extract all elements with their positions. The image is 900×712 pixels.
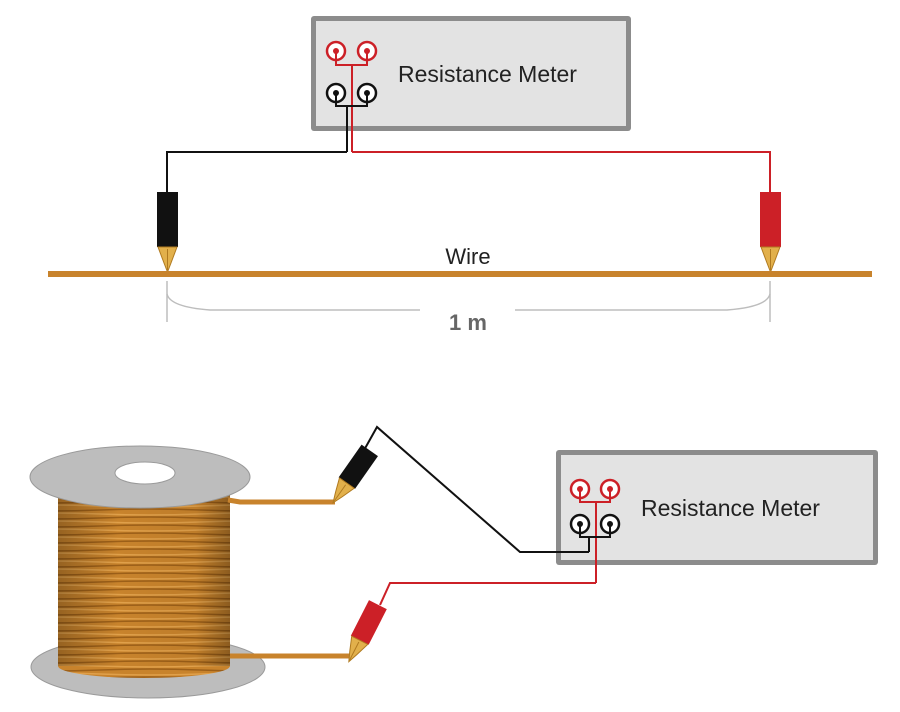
bottom-resistance-meter: Resistance Meter — [556, 450, 878, 583]
bottom-meter-face — [561, 455, 873, 560]
bottom-black-probe — [332, 444, 378, 504]
top-meter-face — [316, 21, 626, 126]
bottom-meter-red-bridge — [579, 491, 611, 583]
bottom-red-probe — [348, 600, 387, 663]
top-red-probe — [760, 192, 781, 274]
wire-spool — [29, 445, 266, 699]
top-red-lead — [352, 151, 771, 192]
top-black-probe — [157, 192, 178, 274]
top-meter-black-bridge — [335, 95, 368, 152]
top-wire — [48, 271, 872, 277]
length-label: 1 m — [449, 310, 487, 335]
top-meter-red-terminals — [325, 40, 378, 62]
wire-label: Wire — [445, 244, 490, 269]
top-resistance-meter: Resistance Meter — [311, 16, 631, 152]
top-meter-red-bridge — [335, 53, 368, 152]
spool-wire-end-top — [227, 497, 335, 505]
top-black-lead — [166, 151, 347, 192]
bottom-black-lead — [362, 425, 589, 553]
top-meter-label: Resistance Meter — [398, 61, 577, 87]
bottom-setup: Resistance Meter — [29, 425, 878, 699]
bottom-meter-label: Resistance Meter — [641, 495, 820, 521]
length-dimension — [166, 281, 771, 322]
bottom-meter-black-bridge — [579, 526, 611, 552]
top-setup: Resistance Meter — [48, 16, 872, 335]
bottom-red-lead — [379, 582, 596, 606]
spool-hole — [114, 461, 176, 485]
